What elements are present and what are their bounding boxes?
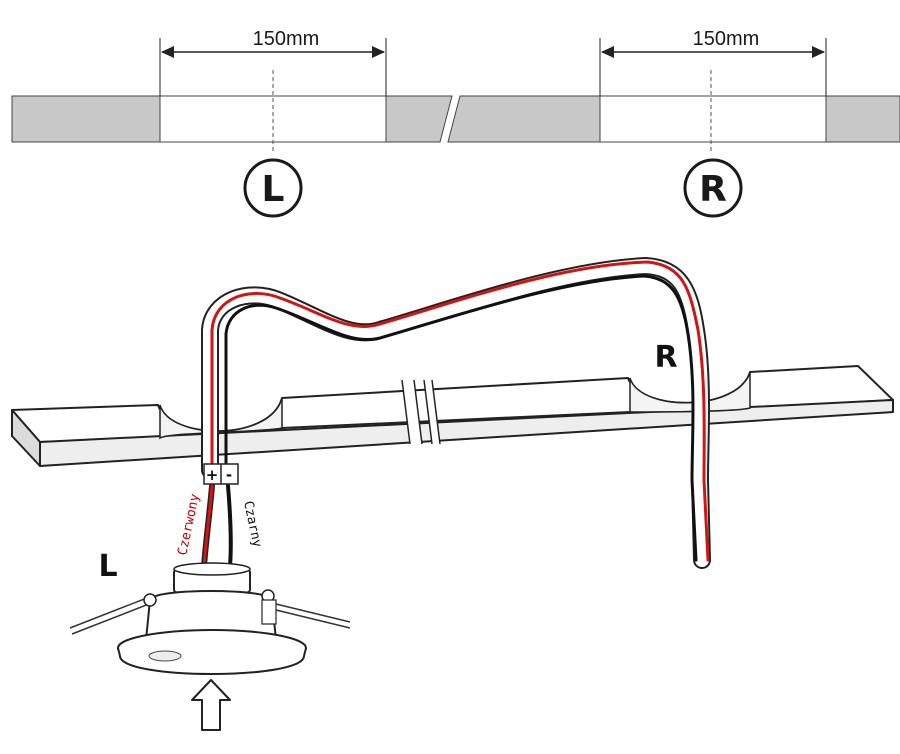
marker-letter-left: L (262, 169, 285, 210)
cutout-hole-right (599, 95, 827, 143)
board-break-marks (401, 379, 441, 445)
marker-circle-left: L (243, 158, 303, 218)
wire-label-black: Czarny (240, 500, 264, 549)
panel-segment-mid-right (447, 95, 601, 143)
cable-pair (201, 257, 711, 569)
ceiling-board: R (11, 340, 894, 467)
wire-red (210, 260, 710, 562)
dimension-right: 150mm (599, 28, 827, 152)
marker-circle-right: R (683, 158, 743, 218)
panel-segment-right (825, 95, 900, 143)
fixture-leads (201, 483, 233, 569)
terminal-block: + - (203, 463, 239, 485)
downlight-fixture: L (69, 549, 351, 675)
cutout-plan: 150mm 150mm L R (11, 28, 900, 218)
panel-segment-mid-left (385, 95, 453, 143)
fixture-marker-l: L (98, 549, 117, 584)
up-arrow-icon (191, 679, 231, 731)
board-marker-r: R (654, 340, 677, 375)
terminal-minus: - (226, 466, 232, 484)
marker-letter-right: R (699, 169, 727, 210)
terminal-plus: + (206, 466, 219, 484)
wire-label-red: Czerwony (175, 492, 203, 557)
dimension-left: 150mm (159, 28, 387, 152)
spring-clip-right (275, 603, 351, 629)
wire-black (224, 274, 698, 562)
spring-clip-left (69, 595, 155, 635)
panel-segment-left (11, 95, 161, 143)
dimension-label-left: 150mm (253, 28, 320, 50)
dimension-label-right: 150mm (693, 28, 760, 50)
